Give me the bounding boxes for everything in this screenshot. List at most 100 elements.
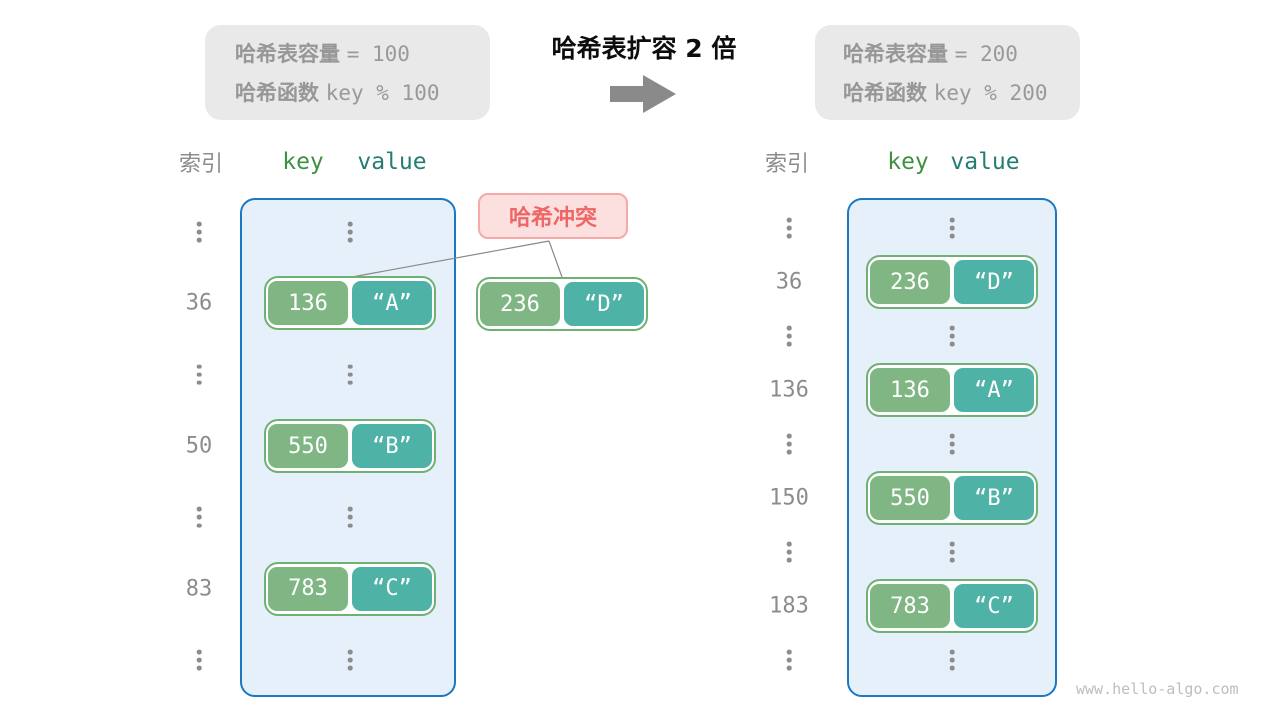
value-box: “D”	[564, 282, 644, 326]
dot	[347, 515, 353, 520]
dot	[196, 221, 202, 227]
dot	[949, 665, 955, 671]
index-label: 183	[769, 593, 809, 619]
capacity-line: 哈希表容量 = 200	[843, 38, 1080, 68]
ellipsis-dots	[786, 433, 792, 455]
collision-label: 哈希冲突	[478, 193, 628, 239]
capacity-line: 哈希表容量 = 100	[235, 38, 490, 68]
dot	[347, 380, 353, 386]
dot	[786, 541, 792, 547]
dot	[347, 665, 353, 671]
dot	[347, 523, 353, 528]
dot	[949, 557, 955, 563]
kv-pair: 136“A”	[264, 276, 436, 331]
dot	[347, 237, 353, 243]
dot	[196, 364, 202, 369]
dot	[347, 372, 353, 377]
ellipsis-dots	[786, 217, 792, 239]
value-box: “A”	[954, 368, 1034, 412]
dot	[196, 380, 202, 386]
key-box: 783	[870, 584, 950, 628]
dot	[196, 665, 202, 671]
dot	[949, 341, 955, 347]
key-box: 236	[870, 260, 950, 304]
dot	[786, 225, 792, 231]
kv-pair: 783“C”	[264, 561, 436, 616]
left-index-header: 索引	[178, 152, 224, 177]
ellipsis-dots	[786, 325, 792, 347]
dot	[196, 649, 202, 655]
kv-pair: 236“D”	[866, 255, 1038, 309]
kv-pair: 136“A”	[866, 363, 1038, 417]
hash-fn-label: 哈希函数	[235, 81, 319, 105]
kv-pair: 550“B”	[866, 471, 1038, 525]
dot	[347, 229, 353, 235]
ellipsis-dots	[949, 649, 955, 671]
ellipsis-dots	[949, 541, 955, 563]
dot	[786, 441, 792, 447]
key-box: 136	[870, 368, 950, 412]
ellipsis-dots	[347, 364, 353, 386]
dot	[786, 665, 792, 671]
dot	[196, 372, 202, 377]
dot	[786, 433, 792, 439]
value-box: “B”	[954, 476, 1034, 520]
dot	[949, 649, 955, 655]
ellipsis-dots	[949, 217, 955, 239]
value-box: “C”	[954, 584, 1034, 628]
dot	[949, 217, 955, 223]
key-box: 550	[870, 476, 950, 520]
value-box: “A”	[352, 281, 432, 326]
ellipsis-dots	[347, 506, 353, 528]
dot	[347, 506, 353, 512]
dot	[196, 523, 202, 528]
ellipsis-dots	[949, 325, 955, 347]
left-key-header: key	[282, 149, 324, 175]
key-box: 550	[268, 424, 348, 468]
dot	[196, 229, 202, 235]
dot	[196, 657, 202, 663]
dot	[949, 333, 955, 339]
dot	[786, 657, 792, 663]
dot	[196, 506, 202, 512]
right-key-header: key	[887, 149, 929, 175]
dot	[786, 549, 792, 555]
dot	[786, 449, 792, 455]
ellipsis-dots	[196, 506, 202, 528]
dot	[949, 433, 955, 439]
ellipsis-dots	[196, 364, 202, 386]
capacity-value: = 200	[954, 42, 1018, 66]
kv-pair: 236“D”	[476, 277, 648, 331]
dot	[347, 364, 353, 369]
capacity-label: 哈希表容量	[235, 42, 340, 66]
ellipsis-dots	[196, 221, 202, 243]
ellipsis-dots	[347, 649, 353, 671]
hash-fn-label: 哈希函数	[843, 81, 927, 105]
capacity-after-box: 哈希表容量 = 200 哈希函数 key % 200	[815, 25, 1080, 120]
dot	[949, 449, 955, 455]
right-index-header: 索引	[764, 152, 810, 177]
capacity-value: = 100	[346, 42, 410, 66]
right-arrow-icon	[610, 75, 676, 113]
index-label: 136	[769, 377, 809, 403]
ellipsis-dots	[786, 649, 792, 671]
dot	[949, 225, 955, 231]
dot	[786, 557, 792, 563]
index-label: 150	[769, 485, 809, 511]
dot	[949, 441, 955, 447]
key-box: 136	[268, 281, 348, 326]
index-label: 83	[185, 576, 213, 602]
value-box: “D”	[954, 260, 1034, 304]
dot	[786, 333, 792, 339]
dot	[196, 237, 202, 243]
index-label: 36	[185, 290, 213, 316]
ellipsis-dots	[196, 649, 202, 671]
dot	[786, 325, 792, 331]
dot	[347, 649, 353, 655]
dot	[786, 233, 792, 239]
dot	[347, 657, 353, 663]
watermark: www.hello-algo.com	[1076, 680, 1239, 698]
ellipsis-dots	[786, 541, 792, 563]
